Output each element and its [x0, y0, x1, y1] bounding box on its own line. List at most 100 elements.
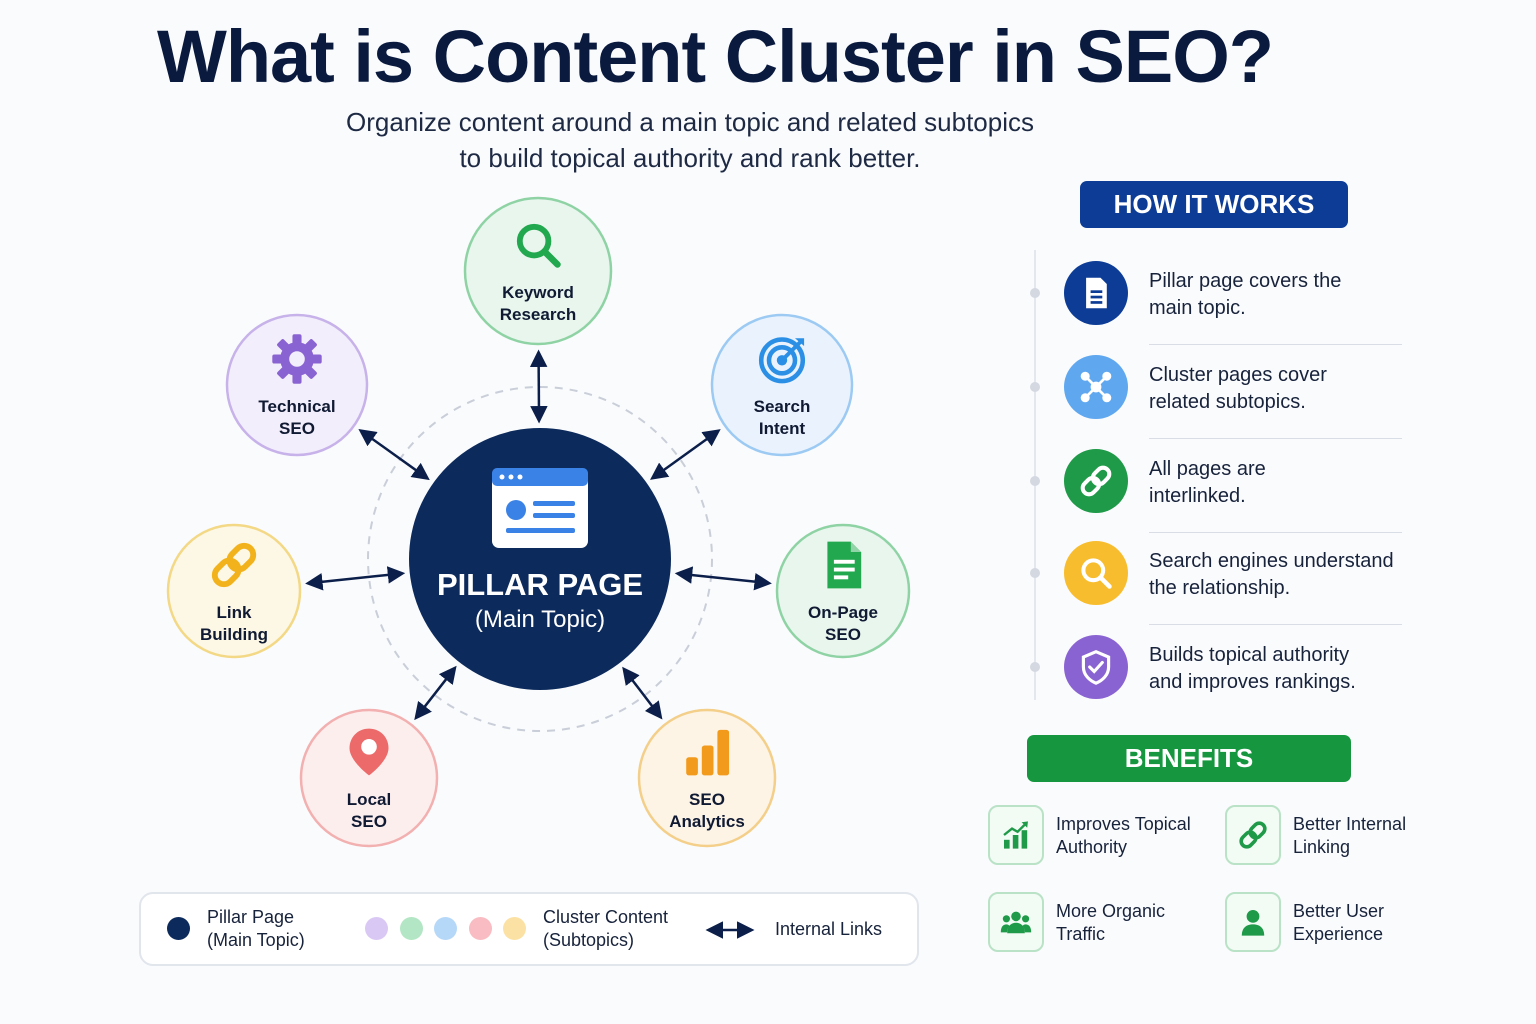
cluster-circle — [299, 708, 439, 848]
timeline-dot — [1030, 288, 1040, 298]
internal-link-arrow-local-seo — [414, 665, 457, 721]
cluster-circle — [166, 523, 302, 659]
cluster-circle — [775, 523, 911, 659]
pillar-title: PILLAR PAGE — [437, 567, 643, 602]
link-icon — [1225, 805, 1281, 865]
how-it-works-heading: HOW IT WORKS — [1080, 181, 1348, 228]
benefit-line2: Traffic — [1056, 924, 1106, 944]
cluster-label-line1: Keyword — [502, 283, 574, 302]
document-icon — [827, 541, 862, 589]
legend-cluster-line2: (Subtopics) — [543, 930, 635, 950]
cluster-label-line2: Analytics — [669, 812, 745, 831]
how-it-works-line2: and improves rankings. — [1149, 671, 1356, 693]
legend-cluster-dot — [434, 917, 457, 940]
benefit-line2: Authority — [1056, 837, 1128, 857]
link-icon — [1064, 449, 1128, 513]
internal-link-arrow-on-page-seo — [674, 566, 772, 591]
cluster-node-seo-analytics: SEO Analytics — [637, 708, 777, 848]
page-subtitle: Organize content around a main topic and… — [270, 104, 1110, 176]
how-it-works-line1: Pillar page covers the — [1149, 270, 1342, 292]
divider — [1149, 344, 1402, 345]
internal-link-arrow-seo-analytics — [622, 666, 663, 720]
cluster-label-line1: Local — [347, 790, 391, 809]
cluster-circle — [463, 196, 613, 346]
how-it-works-line1: All pages are — [1149, 458, 1266, 480]
timeline-dot — [1030, 382, 1040, 392]
magnifier-icon — [516, 223, 561, 268]
benefits-heading: BENEFITS — [1027, 735, 1351, 782]
divider — [1149, 532, 1402, 533]
timeline-dot — [1030, 568, 1040, 578]
cluster-label-line1: Technical — [258, 397, 335, 416]
benefit-line2: Experience — [1293, 924, 1384, 944]
cluster-label-line1: On-Page — [808, 603, 878, 622]
target-icon — [758, 337, 806, 384]
subtitle-line-2: to build topical authority and rank bett… — [459, 143, 921, 173]
legend-cluster-line1: Cluster Content — [543, 907, 669, 927]
how-it-works-item: Search engines understand the relationshi… — [1030, 536, 1404, 628]
how-it-works-line1: Search engines understand — [1149, 550, 1394, 572]
bar-chart-icon — [686, 729, 730, 776]
document-icon — [1064, 261, 1128, 325]
magnifier-icon — [1064, 541, 1128, 605]
pillar-subtitle: (Main Topic) — [475, 606, 605, 633]
timeline-line — [1034, 250, 1036, 700]
link-icon — [211, 542, 257, 588]
webpage-icon — [492, 468, 588, 548]
how-it-works-text: Search engines understand the relationshi… — [1149, 548, 1409, 602]
legend-pillar-dot — [167, 917, 190, 940]
legend-arrow-icon — [705, 921, 755, 939]
legend-cluster-dot — [503, 917, 526, 940]
divider — [1149, 624, 1402, 625]
how-it-works-line2: related subtopics. — [1149, 391, 1306, 413]
cluster-circle — [637, 708, 777, 848]
cluster-label-line2: Research — [500, 305, 577, 324]
cluster-nodes: KeywordResearchSearchIntentOn-PageSEOSEO… — [166, 196, 911, 848]
how-it-works-line2: main topic. — [1149, 297, 1246, 319]
cluster-circle — [225, 313, 369, 457]
cluster-circle — [710, 313, 854, 457]
benefit-line1: More Organic — [1056, 901, 1166, 921]
cluster-label-line2: Intent — [759, 419, 806, 438]
location-pin-icon — [349, 728, 389, 776]
internal-link-arrow-technical-seo — [358, 428, 430, 481]
divider — [1149, 438, 1402, 439]
how-it-works-line1: Builds topical authority — [1149, 644, 1350, 666]
cluster-label-line1: SEO — [689, 790, 725, 809]
how-it-works-line2: the relationship. — [1149, 577, 1291, 599]
user-icon — [1225, 892, 1281, 952]
benefit-line2: Linking — [1293, 837, 1351, 857]
page-title: What is Content Cluster in SEO? — [156, 15, 1274, 98]
subtitle-line-1: Organize content around a main topic and… — [346, 107, 1034, 137]
pillar-node: PILLAR PAGE (Main Topic) — [409, 428, 671, 690]
timeline-dot — [1030, 662, 1040, 672]
legend-links-label: Internal Links — [775, 919, 883, 939]
legend-cluster-dot — [468, 917, 492, 940]
cluster-label-line1: Link — [217, 603, 252, 622]
how-it-works-line1: Cluster pages cover — [1149, 364, 1327, 386]
cluster-label-line2: SEO — [825, 625, 861, 644]
benefit-line1: Improves Topical — [1056, 814, 1191, 834]
legend-cluster-dot — [365, 917, 388, 940]
how-it-works-line2: interlinked. — [1149, 485, 1246, 507]
cluster-label-line2: Building — [200, 625, 268, 644]
how-it-works-item: Builds topical authority and improves ran… — [1030, 630, 1404, 722]
benefit-line1: Better User — [1293, 901, 1385, 921]
timeline-dot — [1030, 476, 1040, 486]
how-it-works-item: Pillar page covers the main topic. — [1030, 256, 1404, 348]
legend-cluster-dot — [399, 917, 423, 940]
internal-link-arrow-link-building — [305, 566, 406, 591]
growth-chart-icon — [988, 805, 1044, 865]
legend-cluster-label: Cluster Content (Subtopics) — [543, 906, 668, 952]
